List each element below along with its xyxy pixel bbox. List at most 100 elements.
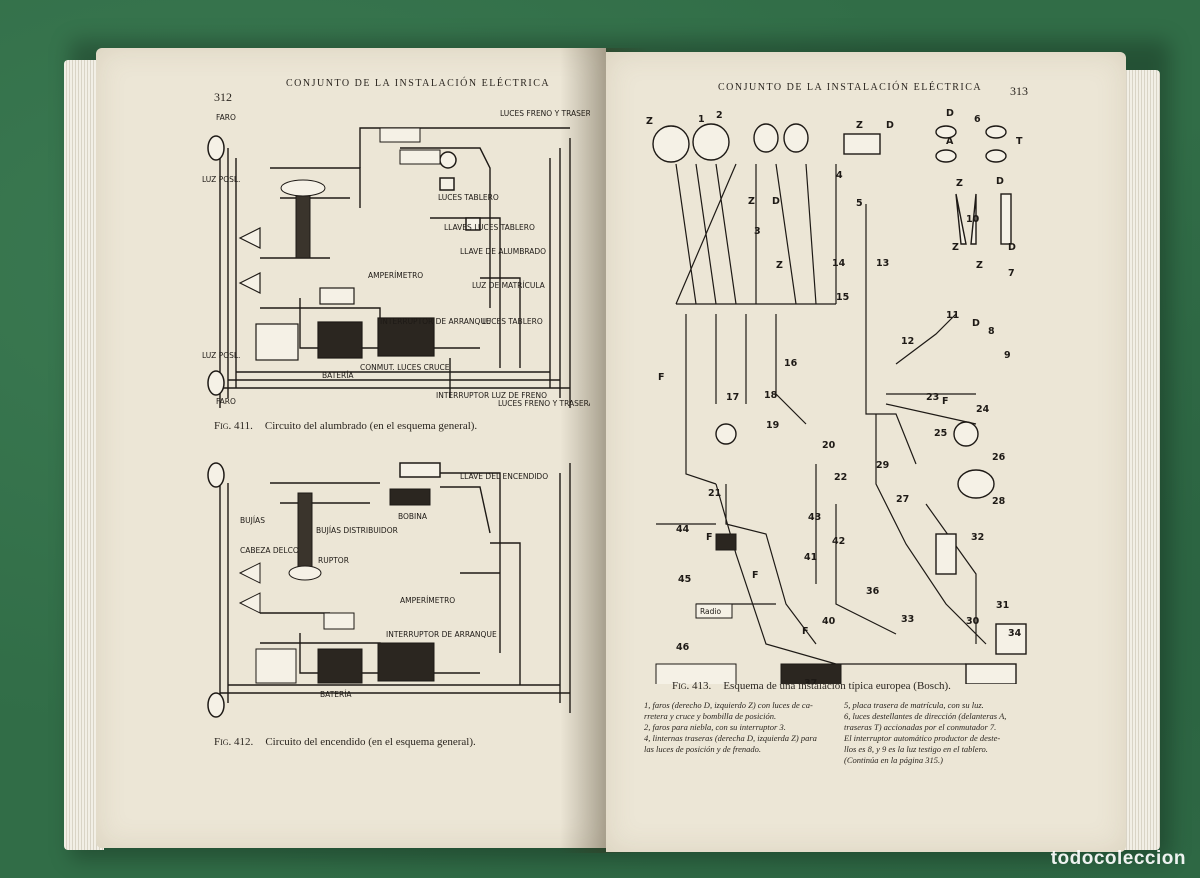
note-line: El interruptor automático productor de d… xyxy=(844,733,1001,743)
component-letter: F xyxy=(802,626,809,637)
note-line: 4, linternas traseras (derecha D, izquie… xyxy=(644,733,817,743)
component-number: 33 xyxy=(901,614,914,625)
component-number: 24 xyxy=(976,404,990,415)
component-number: 30 xyxy=(966,616,980,627)
component-number: 17 xyxy=(726,392,739,403)
component-letter: F xyxy=(706,532,713,543)
component-letter: D xyxy=(772,196,780,207)
fig-412-caption: Circuito del encendido (en el esquema ge… xyxy=(265,736,476,748)
component-number: 1 xyxy=(698,114,705,125)
component-number: 43 xyxy=(808,512,821,523)
component-number: 3 xyxy=(754,226,761,237)
lighting-circuit-diagram: FARO LUZ POSL. LUCES TABLERO LLAVES LUCE… xyxy=(202,109,590,408)
component-letter: D xyxy=(1008,242,1016,253)
label-faro-top: FARO xyxy=(216,113,236,122)
caption-fig-412: Fig. 412. Circuito del encendido (en el e… xyxy=(214,736,476,748)
component-number: 27 xyxy=(896,494,909,505)
label-amperimetro: AMPERÍMETRO xyxy=(368,271,423,280)
component-number: 11 xyxy=(946,310,959,321)
component-number: 5 xyxy=(856,198,863,209)
label-faro-bottom: FARO xyxy=(216,397,236,406)
component-number: 45 xyxy=(678,574,691,585)
label-amperimetro-412: AMPERÍMETRO xyxy=(400,596,455,605)
caption-fig-411: Fig. 411.Circuito del alumbrado (en el e… xyxy=(214,420,477,432)
component-number: 46 xyxy=(676,642,690,653)
page-number-right: 313 xyxy=(1010,84,1028,98)
label-luces-tablero: LUCES TABLERO xyxy=(438,193,499,202)
component-number: 6 xyxy=(974,114,981,125)
component-letter: A xyxy=(946,136,954,147)
component-letter: T xyxy=(1016,136,1023,147)
note-line: llos es 8, y 9 es la luz testigo en el t… xyxy=(844,744,988,754)
label-ruptor: RUPTOR xyxy=(318,556,349,565)
label-bujias: BUJÍAS xyxy=(240,516,265,525)
fig-412-number: Fig. 412. xyxy=(214,736,254,748)
label-bobina: BOBINA xyxy=(398,512,428,521)
fig-411-caption: Circuito del alumbrado (en el esquema ge… xyxy=(264,420,478,432)
component-number: 36 xyxy=(866,586,880,597)
caption-fig-413: Fig. 413. Esquema de una instalación típi… xyxy=(672,680,951,692)
label-llaves-luces-tablero: LLAVES LUCES TABLERO xyxy=(444,223,535,232)
fig-413-caption: Esquema de una instalación típica europe… xyxy=(723,680,951,692)
component-number: 41 xyxy=(804,552,817,563)
label-interruptor-arranque-412: INTERRUPTOR DE ARRANQUE xyxy=(386,630,497,639)
label-luces-tablero-2: LUCES TABLERO xyxy=(482,317,543,326)
component-number: 19 xyxy=(766,420,779,431)
running-head-left: CONJUNTO DE LA INSTALACIÓN ELÉCTRICA xyxy=(286,78,551,89)
component-number: 23 xyxy=(926,392,939,403)
label-bateria-412: BATERÍA xyxy=(320,690,352,699)
page-edges-right xyxy=(1120,70,1160,850)
component-letter: D xyxy=(972,318,980,329)
label-conmut-luces-cruce: CONMUT. LUCES CRUCE xyxy=(360,363,450,372)
label-luces-freno-trasera-bottom: LUCES FRENO Y TRASERA xyxy=(498,399,590,408)
fig-413-number: Fig. 413. xyxy=(672,680,712,692)
component-number: 13 xyxy=(876,258,889,269)
note-line: 2, faros para niebla, con su interruptor… xyxy=(644,722,786,732)
notes-column-right: 5, placa trasera de matrícula, con su lu… xyxy=(844,700,1006,766)
component-number: 15 xyxy=(836,292,849,303)
component-letter: F xyxy=(658,372,665,383)
component-letter: Z xyxy=(856,120,863,131)
label-luces-freno-trasera-top: LUCES FRENO Y TRASERA xyxy=(500,109,590,118)
component-number: 10 xyxy=(966,214,980,225)
component-number: 16 xyxy=(784,358,798,369)
label-llave-alumbrado: LLAVE DE ALUMBRADO xyxy=(460,247,546,256)
component-letter: Z xyxy=(952,242,959,253)
label-luz-posl-bottom: LUZ POSL. xyxy=(202,351,240,360)
note-line: 1, faros (derecho D, izquierdo Z) con lu… xyxy=(644,700,813,710)
component-number: 20 xyxy=(822,440,836,451)
right-page: CONJUNTO DE LA INSTALACIÓN ELÉCTRICA 313 xyxy=(606,52,1126,852)
component-number: 26 xyxy=(992,452,1006,463)
radio-label: Radio xyxy=(700,607,721,616)
component-letter: F xyxy=(942,396,949,407)
component-number: 31 xyxy=(996,600,1009,611)
component-letter: Z xyxy=(646,116,653,127)
running-head-right: CONJUNTO DE LA INSTALACIÓN ELÉCTRICA xyxy=(718,82,983,93)
label-luz-matricula: LUZ DE MATRÍCULA xyxy=(472,281,546,290)
component-number: 34 xyxy=(1008,628,1022,639)
component-number: 4 xyxy=(836,170,843,181)
note-line: (Continúa en la página 315.) xyxy=(844,755,943,765)
component-number: 37 xyxy=(804,678,817,684)
label-luz-posl-top: LUZ POSL. xyxy=(202,175,240,184)
note-line: traseras T) accionadas por el conmutador… xyxy=(844,722,997,732)
component-number: 25 xyxy=(934,428,947,439)
component-number: 7 xyxy=(1008,268,1015,279)
component-number: 21 xyxy=(708,488,721,499)
component-number: 8 xyxy=(988,326,995,337)
component-letter: Z xyxy=(776,260,783,271)
component-number: 14 xyxy=(832,258,846,269)
label-bateria: BATERÍA xyxy=(322,371,354,380)
component-letter: Z xyxy=(748,196,755,207)
label-interruptor-arranque: INTERRUPTOR DE ARRANQUE xyxy=(380,317,491,326)
component-number: 9 xyxy=(1004,350,1011,361)
component-letter: Z xyxy=(976,260,983,271)
ignition-circuit-diagram: LLAVE DEL ENCENDIDO BOBINA BUJÍAS BUJÍAS… xyxy=(207,462,571,718)
notes-column-left: 1, faros (derecho D, izquierdo Z) con lu… xyxy=(644,700,817,755)
component-number: 28 xyxy=(992,496,1006,507)
component-letter: D xyxy=(996,176,1004,187)
component-number: 40 xyxy=(822,616,836,627)
component-number: 22 xyxy=(834,472,847,483)
component-number: 42 xyxy=(832,536,845,547)
